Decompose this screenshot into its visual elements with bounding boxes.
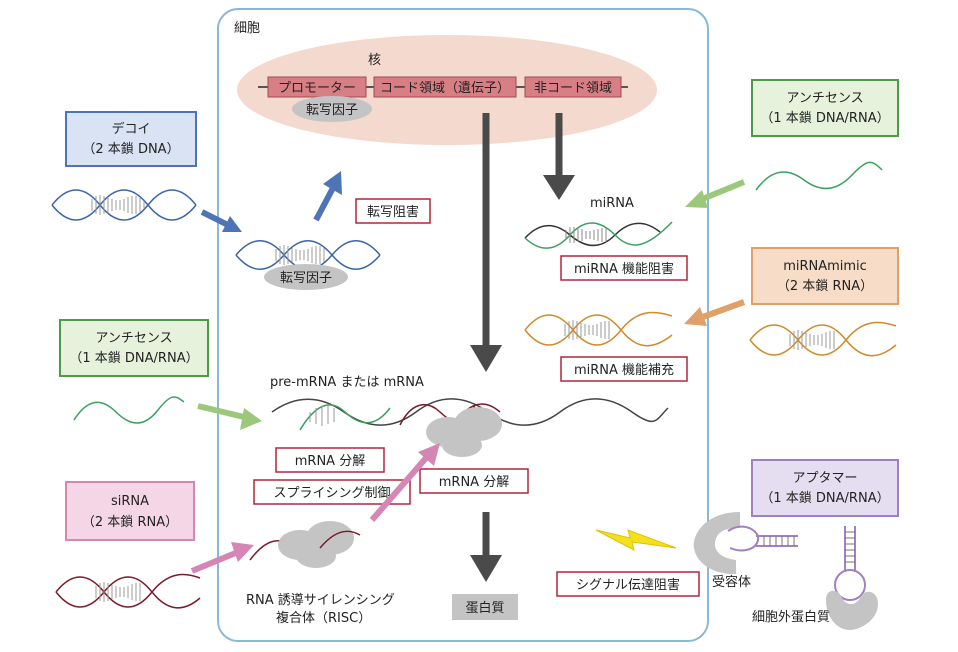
receptor-shape <box>693 512 740 575</box>
extracellular-protein-shape <box>826 590 878 630</box>
decoy-line1: デコイ <box>111 121 150 137</box>
transcription-arrowhead <box>470 345 502 372</box>
cell-label: 細胞 <box>234 21 260 36</box>
decoy-box <box>65 111 197 167</box>
aptamer-box <box>751 459 899 517</box>
premrna-label: pre-mRNA または mRNA <box>270 375 424 390</box>
protein-box <box>452 594 518 620</box>
risc-label-2: 複合体（RISC） <box>276 610 371 626</box>
mrna-decomp-box-2 <box>419 468 529 494</box>
antisense-right-line2: （1 本鎖 DNA/RNA） <box>760 110 889 126</box>
mirna-label: miRNA <box>590 196 634 211</box>
sirna-box <box>65 481 195 541</box>
mirnamimic-arrow <box>684 299 746 326</box>
tf-up-arrow <box>313 171 342 222</box>
antisense-right-strand <box>755 161 883 191</box>
risc-label-1: RNA 誘導サイレンシング <box>246 593 395 608</box>
transcription-block-box <box>355 198 431 224</box>
tf-blob-nucleus <box>292 96 372 122</box>
aptamer-bound <box>727 525 798 552</box>
decoy-dsdna <box>51 189 197 221</box>
risc-on-mrna <box>426 407 502 457</box>
noncoding-box <box>524 76 622 98</box>
splicing-box <box>253 479 411 505</box>
mirnamimic-line1: miRNAmimic <box>783 259 867 274</box>
antisense-left-arrow <box>197 403 262 430</box>
mrna-decomp-label-1: mRNA 分解 <box>295 454 365 469</box>
receptor-label: 受容体 <box>712 574 751 590</box>
promoter-label: プロモーター <box>278 81 356 96</box>
splicing-label: スプライシング制御 <box>273 486 390 501</box>
mrna-decomp-label-2: mRNA 分解 <box>439 475 509 490</box>
lightning-bolt <box>595 529 677 551</box>
decoy-arrow <box>200 209 242 232</box>
protein-label: 蛋白質 <box>465 600 504 616</box>
sirna-line2: （2 本鎖 RNA） <box>82 514 178 530</box>
coding-box <box>373 76 517 98</box>
decoy-line2: （2 本鎖 DNA） <box>82 141 179 157</box>
translation-arrowhead <box>470 555 502 582</box>
aptamer-line2: （1 本鎖 DNA/RNA） <box>760 490 889 506</box>
mrna-decomp-box-1 <box>275 447 385 473</box>
cell-boundary <box>217 8 709 642</box>
mirna-inhibit-box <box>560 255 688 281</box>
aptamer-free <box>834 526 866 601</box>
antisense-left-box <box>59 319 209 377</box>
mirna-mimic-in-cell <box>524 311 673 347</box>
antisense-left-line2: （1 本鎖 DNA/RNA） <box>69 350 198 366</box>
nucleus-label: 核 <box>368 53 381 68</box>
antisense-left-line1: アンチセンス <box>95 331 172 346</box>
mirna-duplex <box>524 221 673 249</box>
tf-decoy-label: 転写因子 <box>280 271 332 286</box>
antisense-right-line1: アンチセンス <box>786 91 863 106</box>
extra-protein-label: 細胞外蛋白質 <box>752 609 830 625</box>
antisense-right-arrow <box>685 179 746 208</box>
risc-arrow <box>369 443 440 522</box>
sirna-line1: siRNA <box>111 494 149 509</box>
sirna-duplex <box>55 573 201 609</box>
tf-nucleus-label: 転写因子 <box>306 103 358 118</box>
mirnamimic-duplex <box>749 321 897 357</box>
sirna-arrow <box>190 542 254 574</box>
decoy-in-cell <box>235 240 381 270</box>
signal-block-label: シグナル伝達阻害 <box>576 577 680 593</box>
mirna-supplement-box <box>560 356 688 382</box>
signal-block-box <box>556 571 700 597</box>
mirna-supplement-label: miRNA 機能補充 <box>574 362 674 378</box>
antisense-left-strand <box>73 396 185 424</box>
mirna-inhibit-label: miRNA 機能阻害 <box>574 261 674 277</box>
mirna-transcription-arrowhead <box>543 175 575 200</box>
mirnamimic-line2: （2 本鎖 RNA） <box>777 278 873 294</box>
tf-blob-decoy <box>264 264 348 290</box>
antisense-right-box <box>751 79 899 137</box>
aptamer-line1: アプタマー <box>792 471 857 486</box>
transcription-block-label: 転写阻害 <box>367 204 419 220</box>
risc-complex <box>249 521 361 568</box>
noncoding-label: 非コード領域 <box>534 80 612 96</box>
coding-label: コード領域（遺伝子） <box>380 80 510 96</box>
mirnamimic-box <box>751 247 899 305</box>
